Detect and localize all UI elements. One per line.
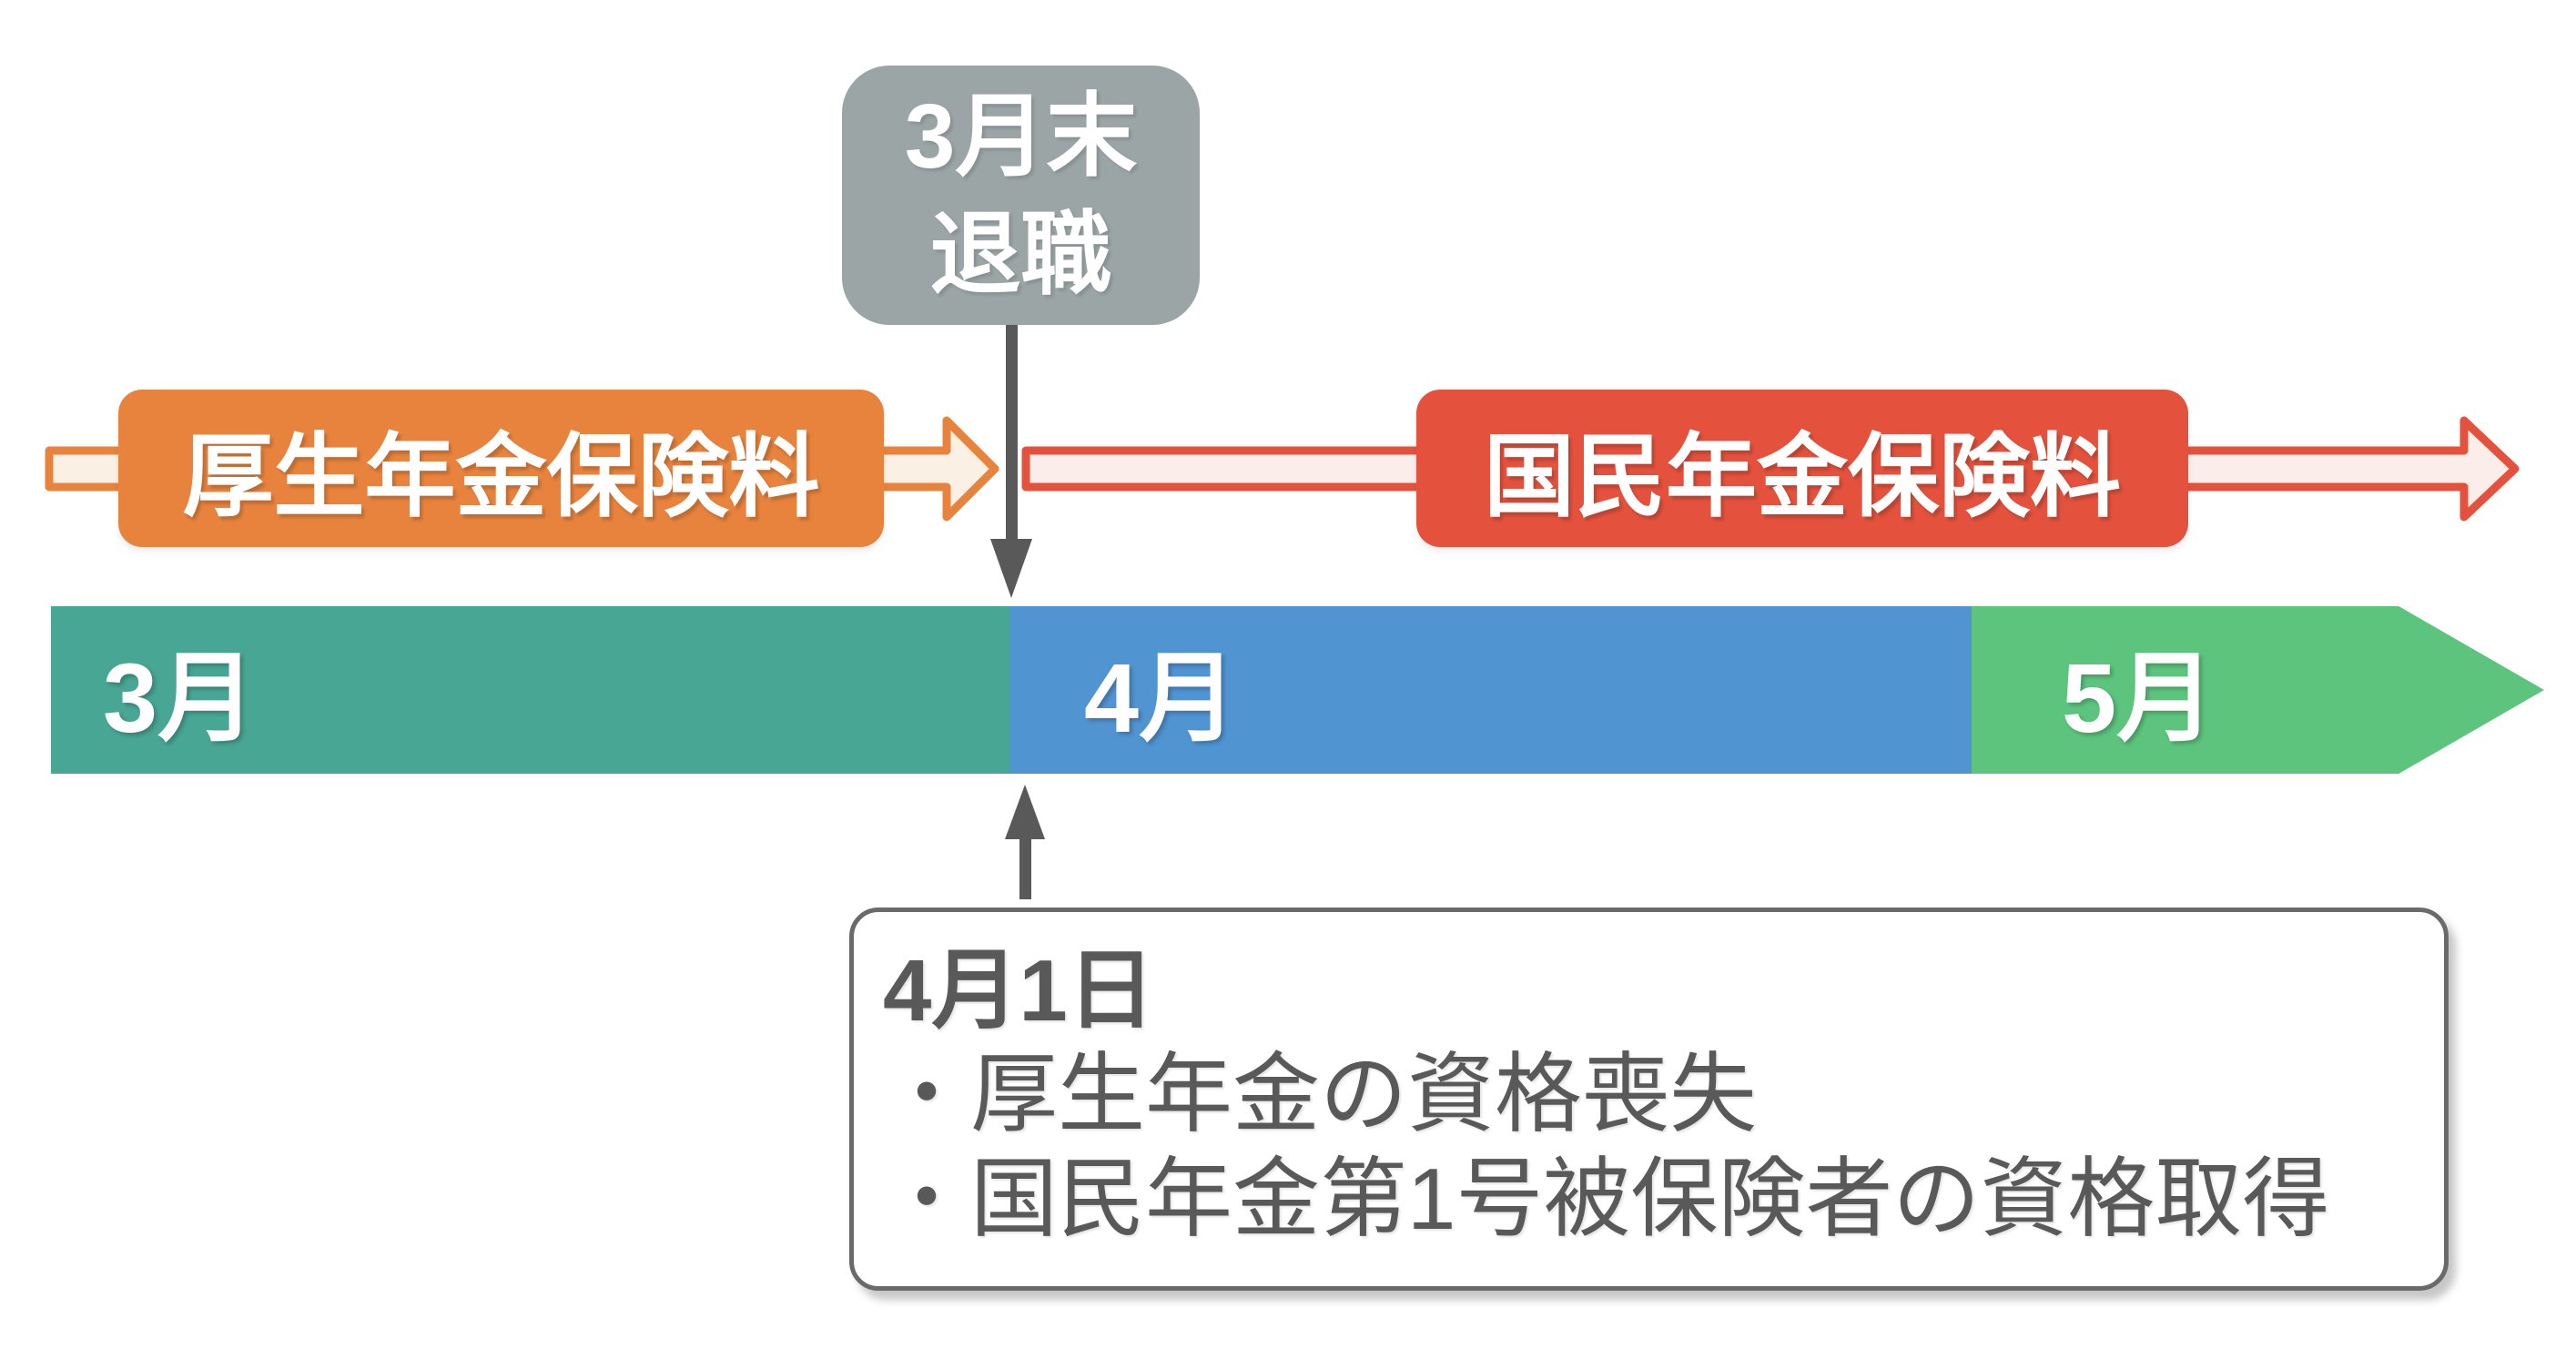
event-note-arrow-up-icon bbox=[1005, 785, 1045, 839]
event-note-item: ・厚生年金の資格喪失 bbox=[883, 1046, 1757, 1144]
retirement-badge-line1: 3月末 bbox=[904, 85, 1138, 188]
employee-pension-label: 厚生年金保険料 bbox=[182, 426, 820, 528]
timeline-label-may: 5月 bbox=[2062, 643, 2216, 753]
event-note-item: ・国民年金第1号被保険者の資格取得 bbox=[883, 1151, 2330, 1249]
national-pension-label: 国民年金保険料 bbox=[1484, 426, 2121, 528]
retirement-date-arrow-down-icon bbox=[990, 539, 1032, 598]
timeline-label-march: 3月 bbox=[103, 643, 257, 753]
retirement-badge-line2: 退職 bbox=[929, 203, 1112, 306]
timeline-segment-april: 4月 bbox=[1009, 606, 1972, 774]
national-pension-label-box: 国民年金保険料 bbox=[1416, 390, 2188, 547]
event-note-arrow-shaft bbox=[1019, 836, 1031, 899]
employee-pension-label-box: 厚生年金保険料 bbox=[118, 390, 884, 547]
timeline-label-april: 4月 bbox=[1084, 643, 1238, 753]
event-note-box: 4月1日 ・厚生年金の資格喪失 ・国民年金第1号被保険者の資格取得 bbox=[849, 908, 2449, 1291]
retirement-badge: 3月末 退職 bbox=[842, 66, 1200, 325]
timeline-segment-march: 3月 bbox=[51, 606, 1009, 774]
retirement-date-arrow-shaft bbox=[1006, 325, 1018, 545]
event-note-title: 4月1日 bbox=[883, 942, 1155, 1039]
